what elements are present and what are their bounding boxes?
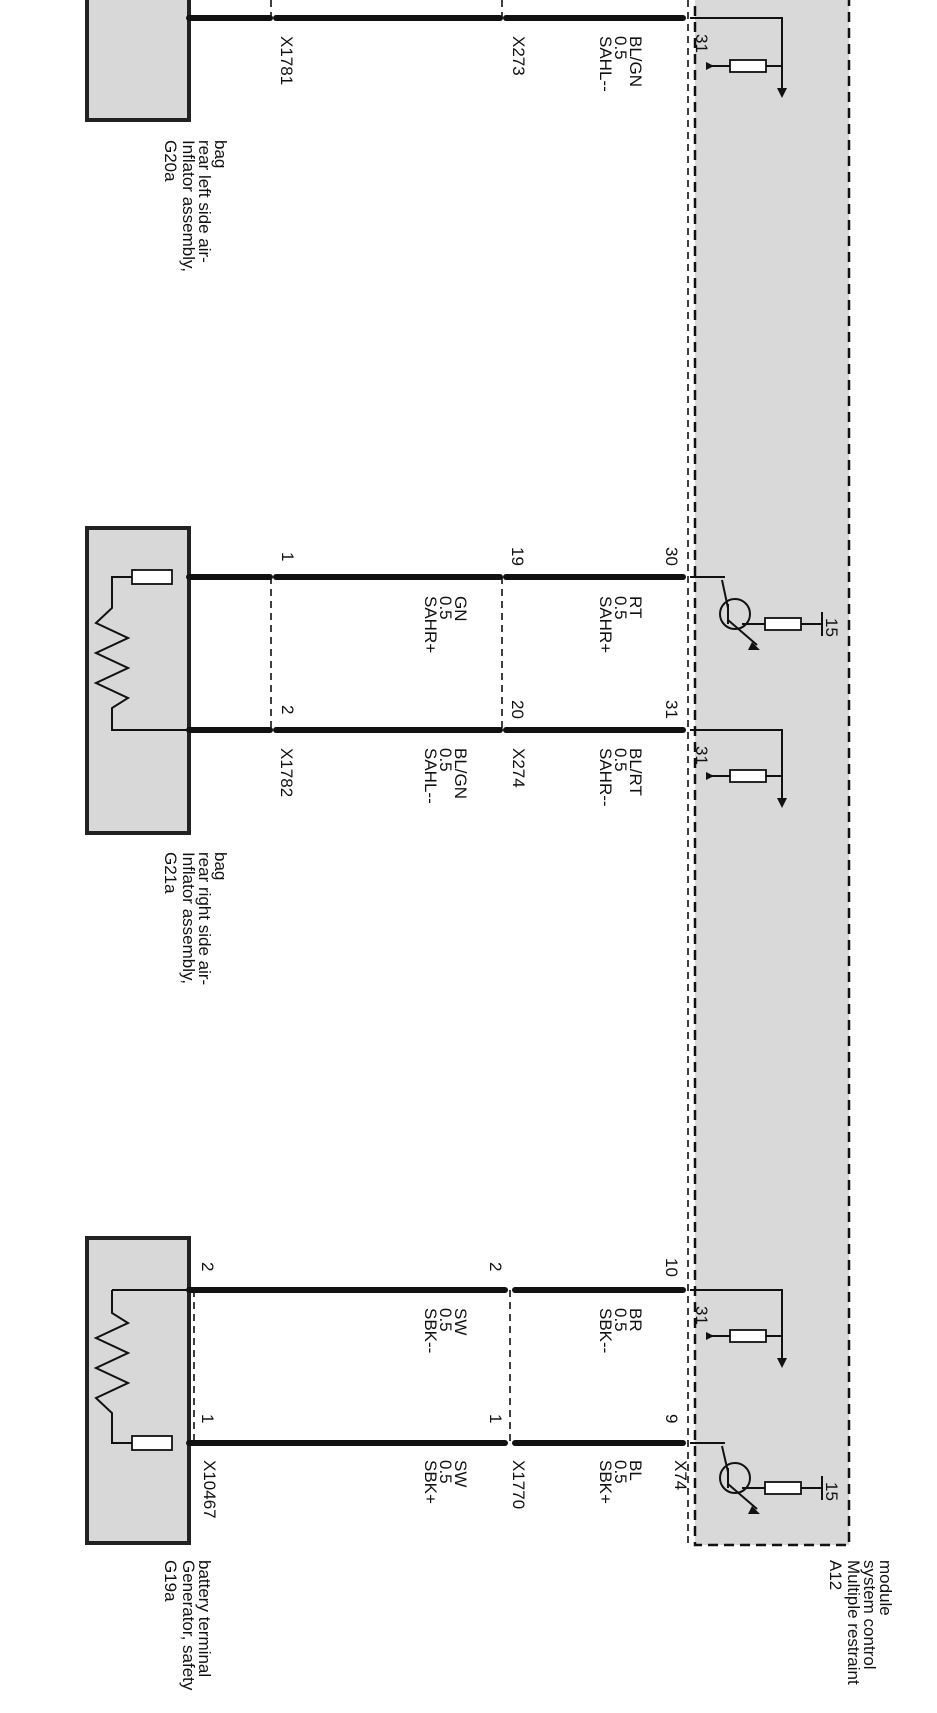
module-a12-label: A12 Multiple restraint system control mo… [826, 1560, 895, 1685]
component-g20a-label: G20a Inflator assembly, rear left side a… [161, 140, 230, 272]
svg-text:RT: RT [626, 596, 645, 618]
svg-text:SAHL--: SAHL-- [421, 748, 440, 804]
component-g19a-label: G19a Generator, safety battery terminal [161, 1560, 214, 1691]
pin-module-31: 31 [662, 700, 681, 719]
svg-text:module: module [876, 1560, 895, 1616]
svg-text:G19a: G19a [161, 1560, 180, 1602]
wire-label-sbk-plus-module: SBK+ 0.5 BL [596, 1460, 645, 1504]
svg-text:SAHL--: SAHL-- [596, 36, 615, 92]
svg-text:0.5: 0.5 [436, 596, 455, 620]
svg-text:0.5: 0.5 [436, 1460, 455, 1484]
pin-module-9: 9 [662, 1414, 681, 1423]
component-g20a-box [85, 0, 191, 122]
connector-x10467: X10467 [200, 1460, 219, 1519]
svg-text:BL/GN: BL/GN [626, 36, 645, 87]
pin-mid-20: 20 [508, 700, 527, 719]
svg-text:SBK--: SBK-- [421, 1308, 440, 1353]
svg-text:rear left side air-: rear left side air- [195, 140, 214, 263]
svg-text:G21a: G21a [161, 852, 180, 894]
connector-x273: X273 [509, 36, 528, 76]
svg-text:0.5: 0.5 [436, 1308, 455, 1332]
connector-x1770: X1770 [509, 1460, 528, 1509]
svg-text:SAHR+: SAHR+ [421, 596, 440, 653]
module-transistor-2 [690, 1442, 823, 1514]
pin-module-30: 30 [662, 547, 681, 566]
svg-text:SAHR--: SAHR-- [596, 748, 615, 807]
g21a-igniter [93, 569, 189, 731]
svg-text:0.5: 0.5 [611, 1460, 630, 1484]
connector-x1781: X1781 [277, 36, 296, 85]
component-g19a-box [85, 1236, 191, 1545]
svg-text:SW: SW [451, 1460, 470, 1487]
svg-text:BL: BL [626, 1460, 645, 1481]
svg-text:BL/RT: BL/RT [626, 748, 645, 796]
module-ground-resistor-2 [690, 729, 787, 808]
pin-comp-1-g19a: 1 [198, 1414, 217, 1423]
wire-label-sbk-minus-comp: SBK-- 0.5 SW [421, 1308, 470, 1353]
wire-label-sbk-plus-comp: SBK+ 0.5 SW [421, 1460, 470, 1504]
svg-text:rear right side air-: rear right side air- [195, 852, 214, 985]
svg-text:0.5: 0.5 [436, 748, 455, 772]
terminal-15-mid: 15 [822, 618, 841, 637]
svg-text:Inflator assembly,: Inflator assembly, [179, 140, 198, 272]
component-g21a-label: G21a Inflator assembly, rear right side … [161, 852, 230, 985]
wire-label-sahr-plus-module: SAHR+ 0.5 RT [596, 596, 645, 653]
svg-text:0.5: 0.5 [611, 596, 630, 620]
pin-module-31-bottom: 31 [692, 1306, 711, 1325]
pin-module-10: 10 [662, 1258, 681, 1277]
terminal-15-bottom: 15 [822, 1482, 841, 1501]
pin-top-31: 31 [692, 34, 711, 53]
svg-text:0.5: 0.5 [611, 36, 630, 60]
pin-mid-2: 2 [486, 1262, 505, 1271]
module-ground-resistor-1 [690, 17, 787, 98]
wire-label-sahr-minus-module: SAHR-- 0.5 BL/RT [596, 748, 645, 807]
wire-label-sahl-minus-comp: SAHL-- 0.5 BL/GN [421, 748, 470, 804]
svg-text:SW: SW [451, 1308, 470, 1335]
svg-text:SBK--: SBK-- [596, 1308, 615, 1353]
pin-comp-2-g19a: 2 [198, 1262, 217, 1271]
svg-text:system control: system control [860, 1560, 879, 1670]
svg-text:bag: bag [211, 140, 230, 168]
svg-text:0.5: 0.5 [611, 1308, 630, 1332]
svg-text:SAHR+: SAHR+ [596, 596, 615, 653]
wire-label-sahr-plus-comp: SAHR+ 0.5 GN [421, 596, 470, 653]
connector-x274: X274 [509, 748, 528, 788]
g19a-igniter [93, 1289, 189, 1451]
pin-module-31-internal: 31 [692, 746, 711, 765]
wire-label-top: SAHL-- 0.5 BL/GN [596, 36, 645, 92]
pin-mid-1: 1 [486, 1414, 505, 1423]
svg-text:SBK+: SBK+ [421, 1460, 440, 1504]
svg-text:BL/GN: BL/GN [451, 748, 470, 799]
connector-x1782: X1782 [277, 748, 296, 797]
svg-text:SBK+: SBK+ [596, 1460, 615, 1504]
svg-text:battery terminal: battery terminal [195, 1560, 214, 1677]
pin-comp-2-g21a: 2 [278, 705, 297, 714]
svg-text:0.5: 0.5 [611, 748, 630, 772]
svg-text:BR: BR [626, 1308, 645, 1332]
svg-text:GN: GN [451, 596, 470, 622]
svg-text:Generator, safety: Generator, safety [179, 1560, 198, 1691]
svg-text:G20a: G20a [161, 140, 180, 182]
svg-text:Inflator assembly,: Inflator assembly, [179, 852, 198, 984]
pin-comp-1-g21a: 1 [278, 552, 297, 561]
connector-x74: X74 [671, 1460, 690, 1490]
module-transistor-1 [690, 576, 823, 650]
svg-text:Multiple restraint: Multiple restraint [844, 1560, 863, 1685]
svg-text:A12: A12 [826, 1560, 845, 1590]
wire-label-sbk-minus-module: SBK-- 0.5 BR [596, 1308, 645, 1353]
module-a12-box [693, 0, 851, 1547]
svg-text:bag: bag [211, 852, 230, 880]
module-ground-resistor-3 [690, 1289, 787, 1368]
pin-mid-19: 19 [508, 547, 527, 566]
